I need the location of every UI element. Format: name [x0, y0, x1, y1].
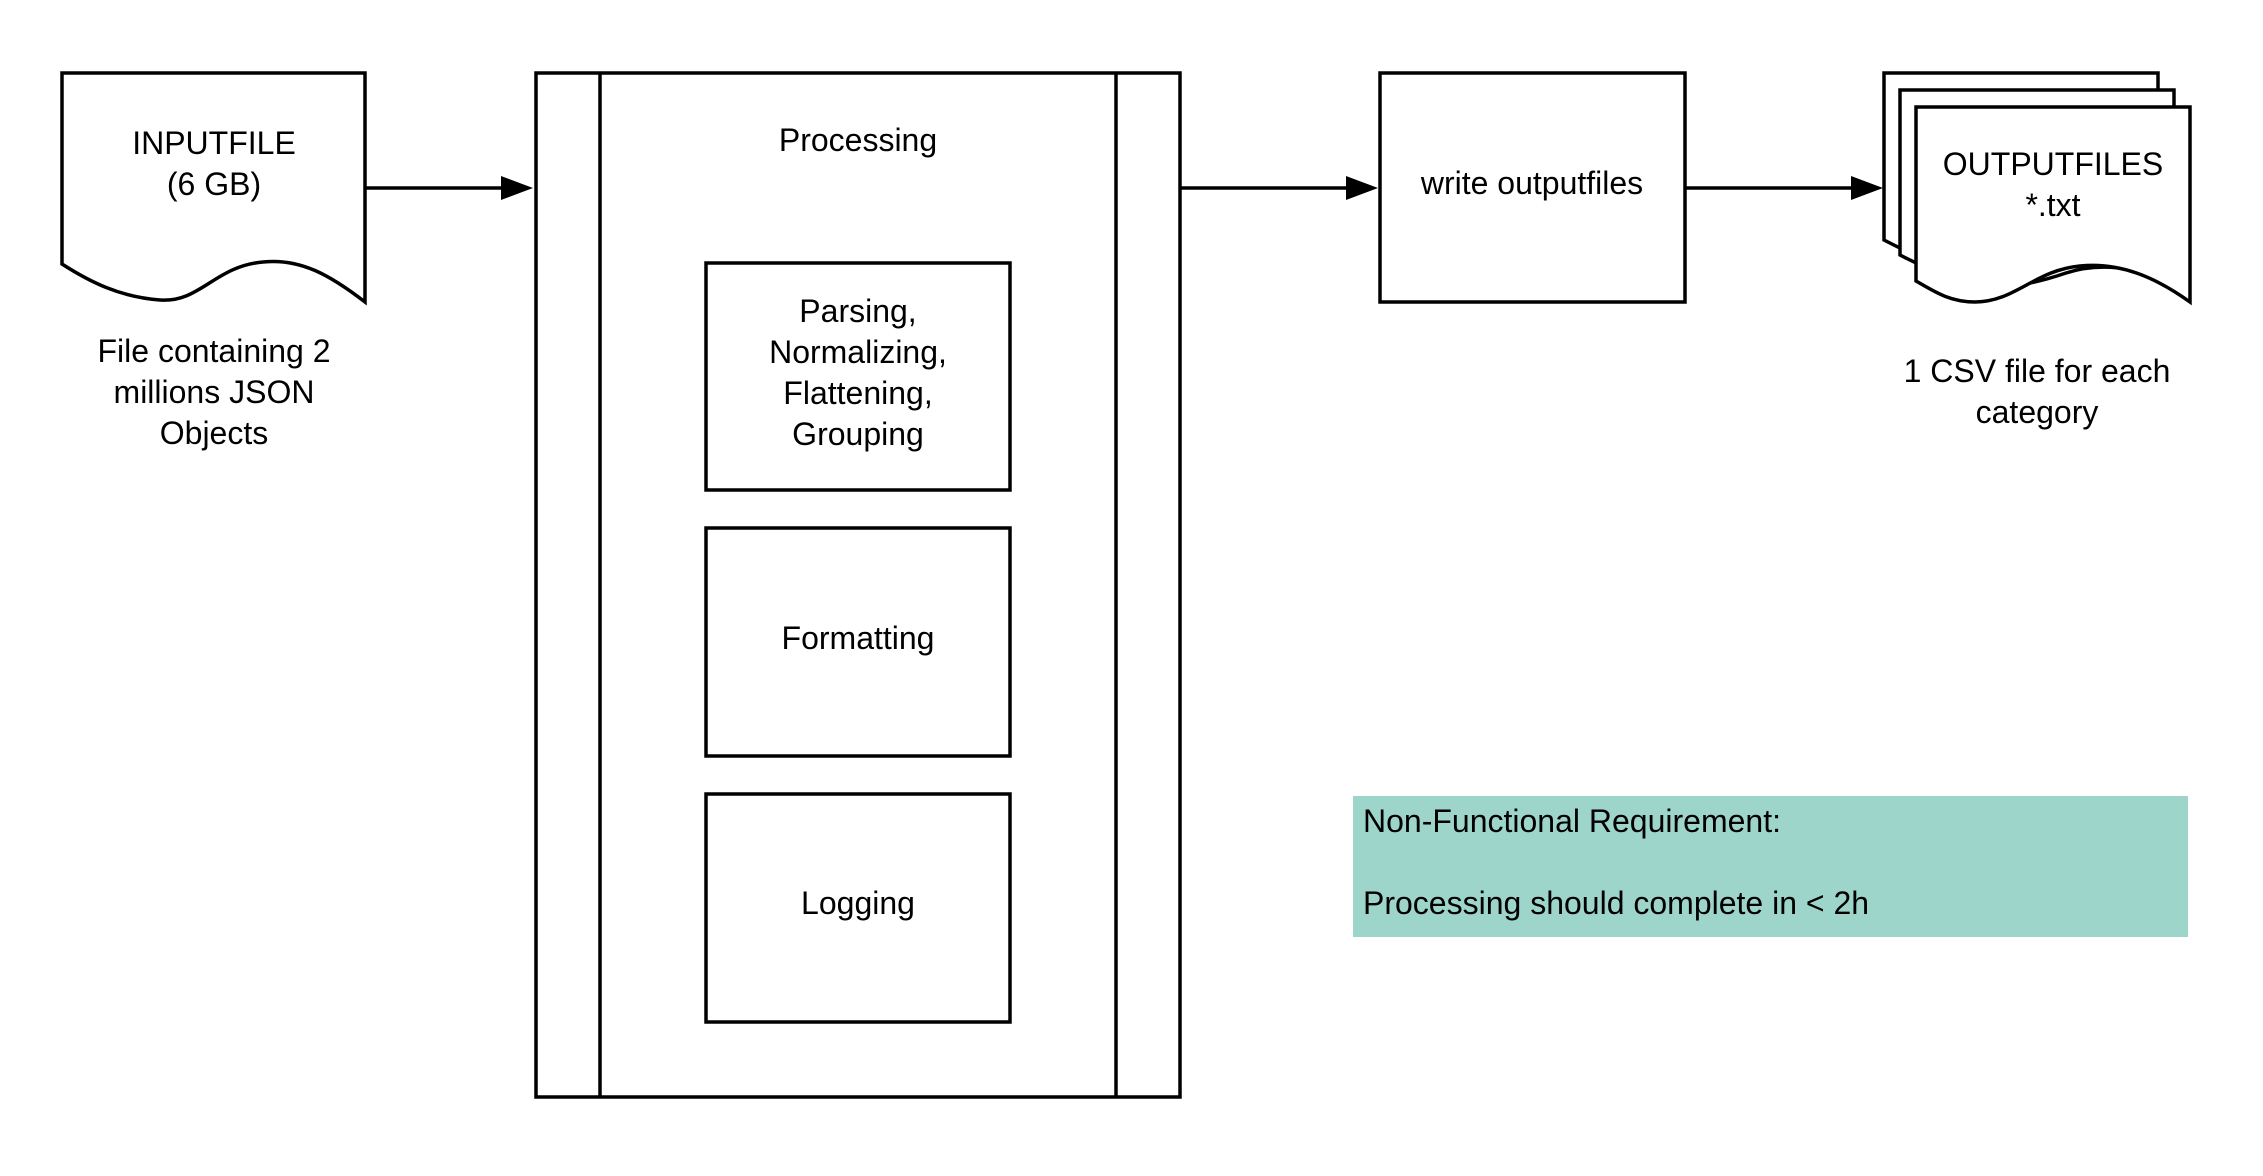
- step-line: Normalizing,: [769, 334, 947, 370]
- input-file-title: INPUTFILE: [132, 125, 296, 161]
- nfr-note-background: [1353, 796, 2188, 937]
- write-box: [1378, 71, 1687, 304]
- processing-step-parsing: Parsing, Normalizing, Flattening, Groupi…: [704, 261, 1012, 492]
- arrow-head: [1851, 176, 1883, 200]
- processing-title: Processing: [779, 122, 937, 158]
- processing-node: Processing Parsing, Normalizing, Flatten…: [534, 71, 1182, 1099]
- output-files-node: OUTPUTFILES *.txt: [1882, 71, 2192, 306]
- input-caption-line-1: File containing 2: [97, 333, 330, 369]
- input-file-shape: [60, 71, 367, 306]
- write-label: write outputfiles: [1420, 165, 1643, 201]
- step-box: [704, 792, 1012, 1024]
- processing-step-logging: Logging: [704, 792, 1012, 1024]
- processing-step-formatting: Formatting: [704, 526, 1012, 758]
- step-line: Parsing,: [799, 293, 916, 329]
- output-caption-line-2: category: [1976, 394, 2099, 430]
- arrow-input-to-processing: [365, 176, 533, 200]
- arrow-head: [1346, 176, 1378, 200]
- step-line: Flattening,: [783, 375, 932, 411]
- input-caption-line-3: Objects: [160, 415, 268, 451]
- step-line: Logging: [801, 885, 915, 921]
- output-files-pattern: *.txt: [2025, 187, 2080, 223]
- output-files-title: OUTPUTFILES: [1943, 146, 2163, 182]
- step-box: [704, 261, 1012, 492]
- input-file-node: INPUTFILE (6 GB): [60, 71, 367, 306]
- output-caption-line-1: 1 CSV file for each: [1904, 353, 2171, 389]
- arrow-write-to-output: [1685, 176, 1883, 200]
- arrow-processing-to-write: [1180, 176, 1378, 200]
- arrow-head: [501, 176, 533, 200]
- step-line: Formatting: [782, 620, 935, 656]
- input-file-caption: File containing 2 millions JSON Objects: [97, 333, 330, 451]
- step-line: Grouping: [792, 416, 924, 452]
- nfr-note-heading: Non-Functional Requirement:: [1363, 803, 1781, 839]
- input-file-size: (6 GB): [167, 166, 261, 202]
- nfr-note: Non-Functional Requirement: Processing s…: [1353, 796, 2188, 937]
- input-caption-line-2: millions JSON: [114, 374, 315, 410]
- output-files-caption: 1 CSV file for each category: [1904, 353, 2171, 430]
- nfr-note-body: Processing should complete in < 2h: [1363, 885, 1869, 921]
- output-file-shape-front: [1914, 105, 2192, 306]
- step-box: [704, 526, 1012, 758]
- write-outputfiles-node: write outputfiles: [1378, 71, 1687, 304]
